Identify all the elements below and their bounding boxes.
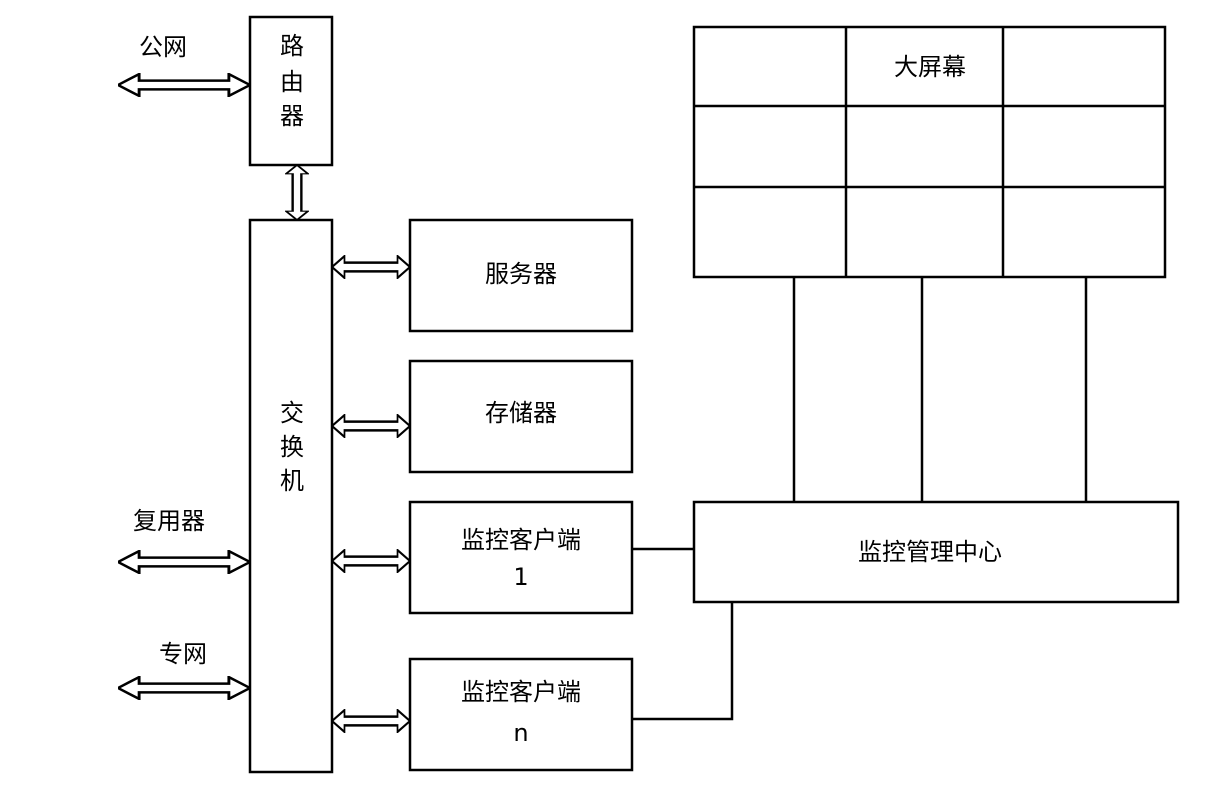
- router-switch-arrow: [285, 165, 309, 220]
- public-net-arrow: [118, 73, 250, 97]
- switch-label-3: 机: [280, 467, 304, 495]
- public-net-label: 公网: [139, 33, 187, 61]
- server-arrow: [332, 255, 410, 279]
- client1-index: 1: [513, 563, 528, 591]
- switch-label-1: 交: [280, 399, 304, 427]
- big-screen-label: 大屏幕: [894, 53, 966, 81]
- storage-label: 存储器: [485, 399, 557, 427]
- private-net-label: 专网: [159, 640, 207, 668]
- router-box: [248, 15, 334, 167]
- big-screen-frame: [692, 25, 1167, 279]
- clientn-index: n: [513, 719, 528, 747]
- multiplexer-arrow: [118, 550, 250, 574]
- private-net-arrow: [118, 676, 250, 700]
- router-label-3: 器: [280, 102, 304, 130]
- storage-arrow: [332, 414, 410, 438]
- server-box: [408, 218, 634, 333]
- clientn-center-line: [632, 602, 734, 721]
- clientn-arrow: [332, 709, 410, 733]
- big-screen-grid: [692, 25, 1167, 279]
- switch-box: [248, 218, 334, 774]
- client1-label: 监控客户端: [461, 526, 581, 554]
- multiplexer-label: 复用器: [133, 507, 205, 535]
- router-label-1: 路: [280, 32, 304, 60]
- client1-arrow: [332, 549, 410, 573]
- client-n-box: [408, 657, 634, 772]
- switch-label-2: 换: [280, 433, 304, 461]
- monitor-center-label: 监控管理中心: [858, 538, 1002, 566]
- client-1-box: [408, 500, 634, 615]
- storage-box: [408, 359, 634, 474]
- router-label-2: 由: [280, 68, 304, 96]
- server-label: 服务器: [485, 260, 557, 288]
- monitor-center-box: [692, 500, 1180, 604]
- clientn-label: 监控客户端: [461, 678, 581, 706]
